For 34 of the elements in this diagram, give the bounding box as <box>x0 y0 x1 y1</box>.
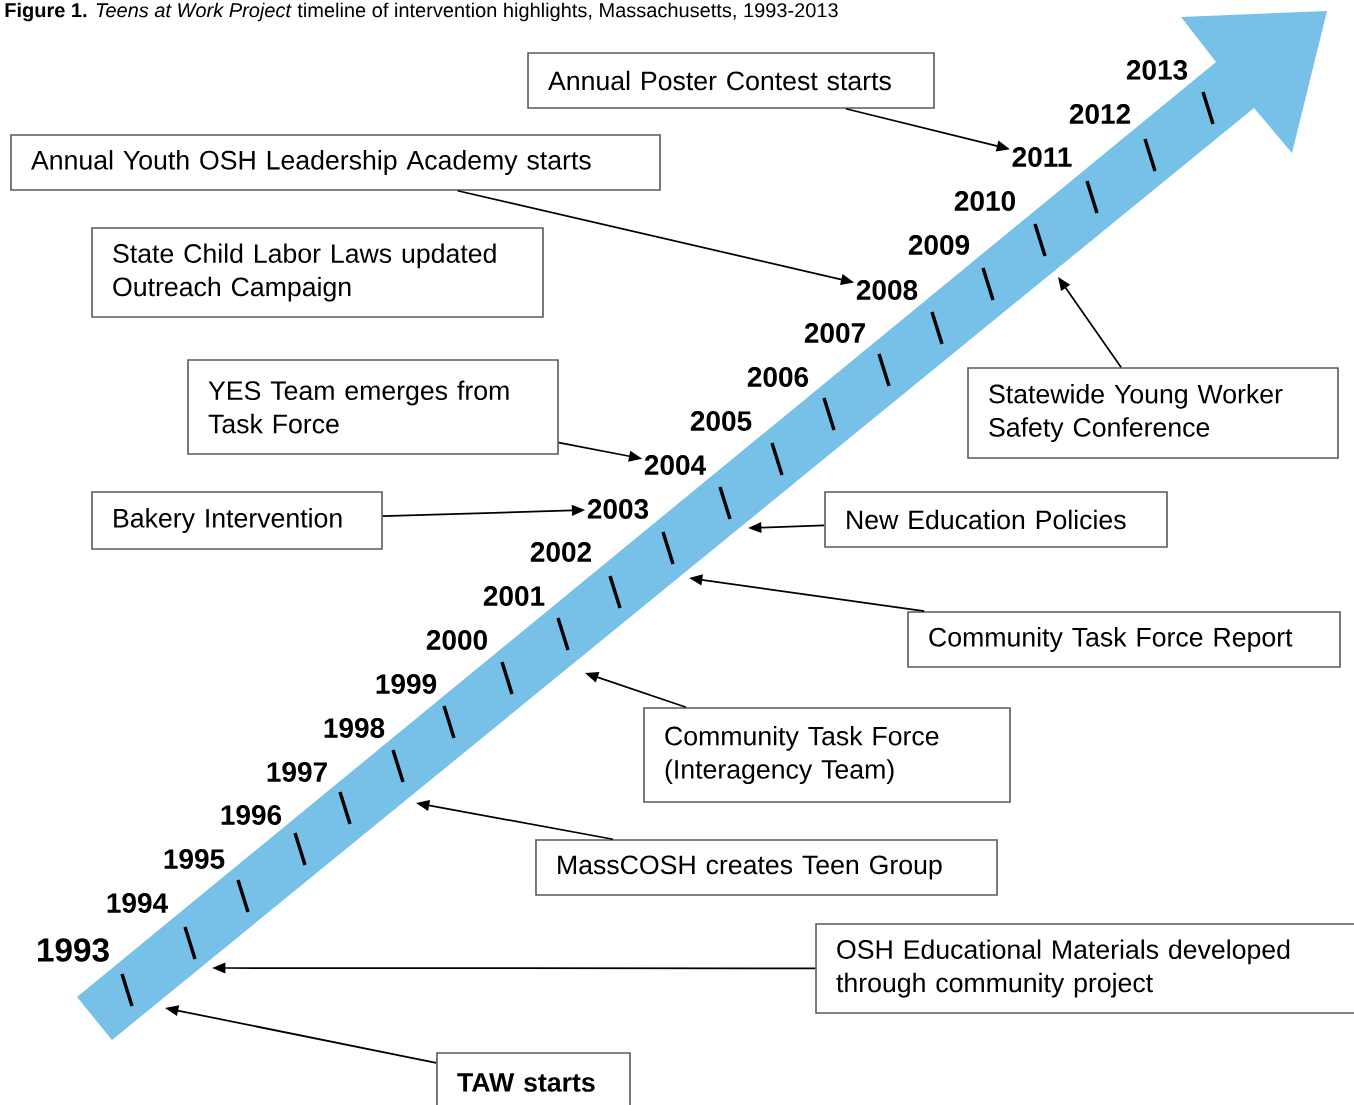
year-label: 2003 <box>587 499 649 519</box>
event-box: Community Task Force Report <box>907 611 1341 668</box>
event-box: YES Team emerges from Task Force <box>187 359 559 455</box>
year-label: 2007 <box>804 323 865 343</box>
year-label: 2010 <box>954 191 1015 211</box>
event-box: TAW starts <box>436 1052 631 1105</box>
year-label: 1998 <box>324 718 385 738</box>
event-box: OSH Educational Materials developed through community project <box>815 923 1354 1014</box>
figure-title: Figure 1. Teens at Work Project timeline of intervention highlights, Massachusetts, 1993-2013 <box>5 2 838 22</box>
year-label: 2013 <box>1126 60 1188 80</box>
year-label: 2004 <box>644 455 706 475</box>
year-label: 2001 <box>483 586 545 606</box>
event-box: Annual Poster Contest starts <box>527 52 935 109</box>
year-label: 1996 <box>221 805 282 825</box>
year-label: 2008 <box>856 280 918 300</box>
year-label: 1993 <box>38 938 109 962</box>
year-label: 2006 <box>747 367 809 387</box>
event-box: Community Task Force (Interagency Team) <box>643 707 1011 803</box>
year-label: 2000 <box>426 630 487 650</box>
year-label: 2002 <box>530 542 591 562</box>
year-label: 1994 <box>107 893 168 913</box>
year-label: 1995 <box>164 849 225 869</box>
year-label: 2011 <box>1012 147 1072 167</box>
year-label: 1997 <box>267 762 327 782</box>
event-box: MassCOSH creates Teen Group <box>535 839 998 896</box>
year-label: 2012 <box>1069 104 1130 124</box>
year-label: 1999 <box>376 674 437 694</box>
year-label: 2005 <box>690 411 752 431</box>
event-box: Statewide Young Worker Safety Conference <box>967 367 1339 459</box>
event-box: State Child Labor Laws updated Outreach Campaign <box>91 227 544 318</box>
event-box: New Education Policies <box>824 491 1168 548</box>
event-box: Bakery Intervention <box>91 491 383 550</box>
year-label: 2009 <box>908 235 970 255</box>
event-box: Annual Youth OSH Leadership Academy starts <box>10 134 661 191</box>
